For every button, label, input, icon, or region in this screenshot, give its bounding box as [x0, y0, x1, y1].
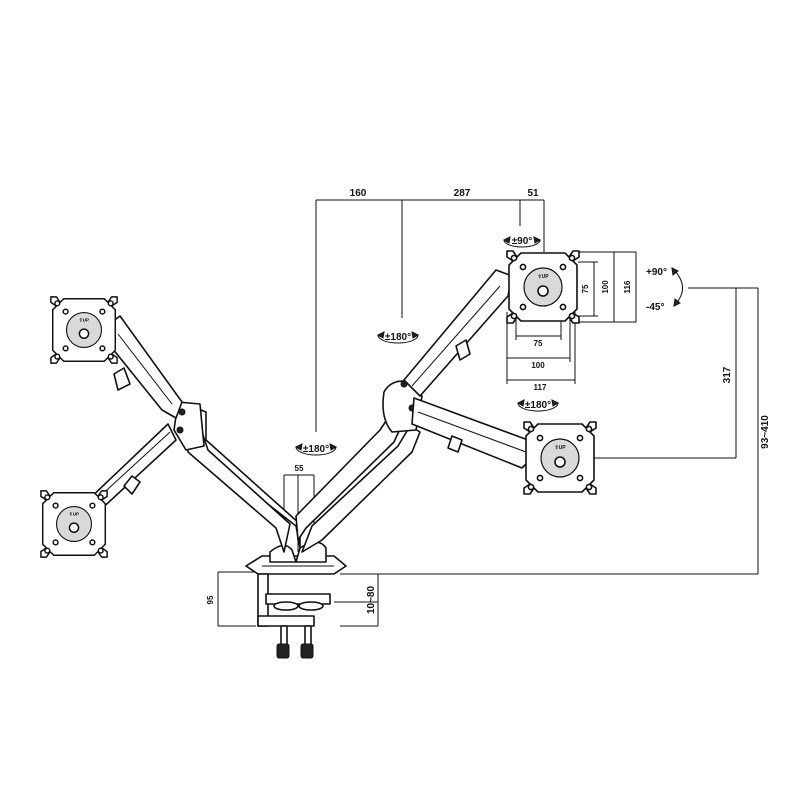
height-range-label: 93~410 [760, 415, 771, 449]
base-rotation-label: ±180° [303, 444, 329, 455]
rotation-indicators: ±90° ±180° ±180° ±180° +90° -45° [294, 236, 683, 456]
left-arm [85, 315, 301, 553]
lower-arm-rotation-label: ±180° [525, 400, 551, 411]
plate-width-label: 117 [534, 383, 547, 392]
head-rotation-label: ±90° [512, 236, 533, 247]
desk-clamp [245, 555, 347, 659]
vesa-plate-bottom-left: ⇧UP [40, 490, 108, 558]
vesa-v100-label: 100 [601, 280, 610, 294]
desk-thickness-label: 10~80 [366, 586, 377, 615]
up-mark: ⇧UP [537, 274, 549, 280]
width-left-label: 160 [350, 188, 367, 199]
vesa-plates: ⇧UP ⇧UP ⇧UP ⇧UP [40, 250, 597, 558]
tilt-up-label: +90° [646, 267, 667, 278]
vesa-plate-top-left: ⇧UP [50, 296, 118, 364]
tilt-indicator: +90° -45° [646, 267, 683, 313]
lower-arm-rotation-icon: ±180° [516, 399, 560, 412]
head-rotation-icon: ±90° [502, 236, 542, 248]
vesa-v75-label: 75 [581, 284, 590, 293]
vesa-h100-label: 100 [531, 361, 545, 370]
pole-width-label: 55 [295, 464, 304, 473]
right-arm [295, 269, 535, 553]
height-dimensions: 317 93~410 [340, 287, 771, 575]
up-mark: ⇧UP [69, 512, 79, 517]
clamp-height-label: 95 [206, 595, 215, 604]
upper-arm-rotation-label: ±180° [385, 332, 411, 343]
vesa-h75-label: 75 [534, 339, 543, 348]
vesa-plate-bottom-right: ⇧UP [523, 421, 597, 495]
top-width-dimension: 160 287 51 [315, 188, 545, 432]
plate-height-label: 116 [623, 280, 632, 293]
arm-height-label: 317 [722, 366, 733, 383]
width-mid-label: 287 [454, 188, 471, 199]
vesa-dimensions: 75 100 117 75 100 116 [506, 251, 637, 392]
tilt-down-label: -45° [646, 302, 664, 313]
up-mark: ⇧UP [554, 445, 566, 451]
width-right-label: 51 [527, 188, 539, 199]
up-mark: ⇧UP [79, 318, 89, 323]
upper-arm-rotation-icon: ±180° [376, 331, 420, 344]
vesa-plate-top-right: ⇧UP [506, 250, 580, 324]
clamp-dimensions: 95 10~80 [206, 571, 379, 627]
base-rotation-icon: ±180° [294, 443, 338, 456]
